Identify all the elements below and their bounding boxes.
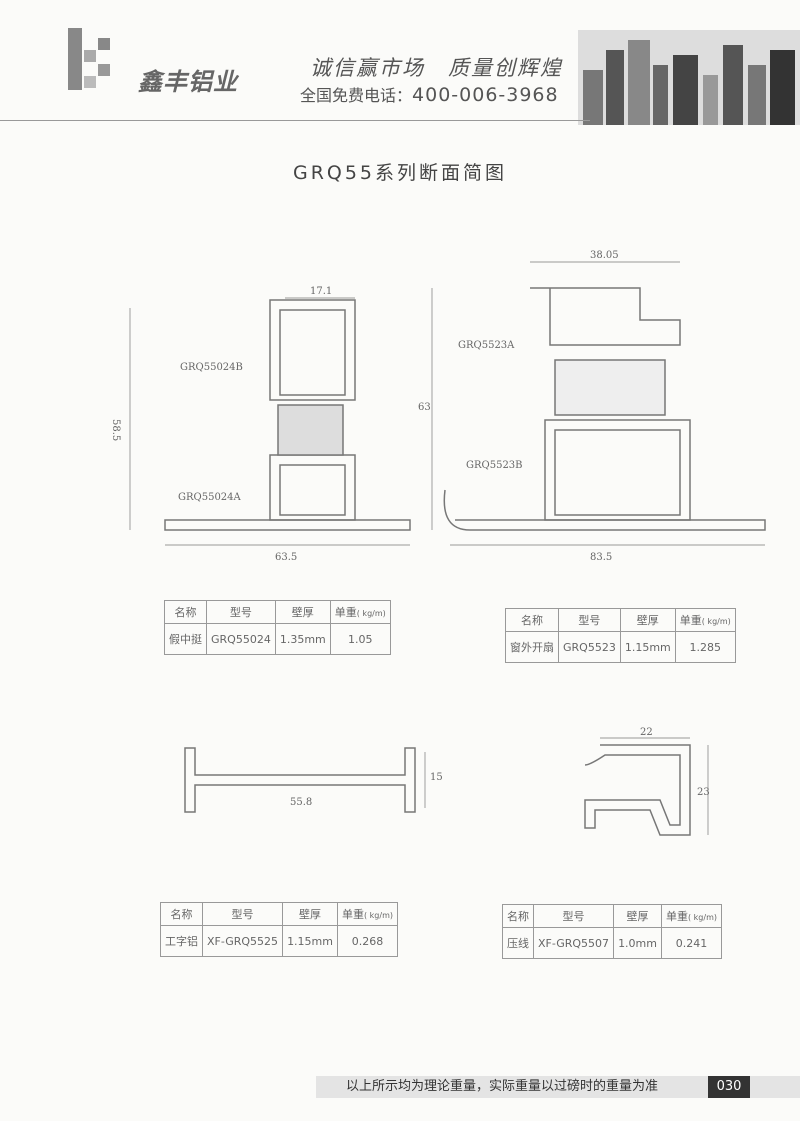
col-thickness: 壁厚 — [613, 904, 662, 928]
col-thickness: 壁厚 — [619, 608, 676, 632]
profile-xf-grq5525: 55.8 15 — [184, 747, 443, 813]
brand-name: 鑫丰铝业 — [138, 68, 238, 96]
col-name: 名称 — [164, 600, 207, 624]
cell-model: XF-GRQ5525 — [201, 925, 284, 957]
dim-length: 55.8 — [290, 797, 312, 808]
cell-weight: 1.285 — [674, 631, 736, 663]
footer-note: 以上所示均为理论重量，实际重量以过磅时的重量为准 — [316, 1076, 800, 1098]
weight-unit: ( kg/m) — [701, 617, 731, 626]
profile-grq55024: 17.1 58.5 63.5 GRQ55024B GRQ55024A — [110, 286, 411, 563]
cell-name: 窗外开扇 — [505, 631, 559, 663]
col-model: 型号 — [201, 902, 284, 926]
col-thickness: 壁厚 — [282, 902, 338, 926]
weight-label: 单重 — [334, 606, 357, 619]
slogan: 诚信赢市场 质量创辉煌 — [310, 56, 563, 80]
cell-model: GRQ55024 — [206, 623, 276, 655]
phone-line: 全国免费电话：400-006-3968 — [300, 82, 559, 106]
header-divider — [0, 120, 590, 121]
phone-label: 全国免费电话： — [300, 86, 413, 105]
cell-weight: 0.268 — [337, 925, 398, 957]
profile-label-a: GRQ5523A — [458, 340, 515, 351]
profile-xf-grq5507: 22 23 — [584, 727, 710, 836]
cell-thickness: 1.35mm — [274, 623, 331, 655]
company-logo — [68, 28, 110, 90]
cell-model: GRQ5523 — [558, 631, 621, 663]
cell-thickness: 1.15mm — [282, 925, 338, 957]
weight-unit: ( kg/m) — [364, 911, 393, 920]
col-name: 名称 — [502, 904, 534, 928]
cell-weight: 1.05 — [329, 623, 391, 655]
dim-width: 83.5 — [590, 552, 612, 563]
col-name: 名称 — [160, 902, 203, 926]
dim-height: 58.5 — [110, 419, 121, 441]
col-weight: 单重( kg/m) — [661, 904, 722, 928]
col-weight: 单重( kg/m) — [329, 600, 391, 624]
page-title: GRQ55系列断面简图 — [292, 162, 508, 184]
dim-height: 63 — [418, 402, 431, 413]
cell-weight: 0.241 — [661, 927, 722, 959]
cell-name: 工字铝 — [160, 925, 203, 957]
profile-label-b: GRQ5523B — [466, 460, 523, 471]
weight-label: 单重 — [666, 910, 688, 923]
page-number: 030 — [708, 1076, 750, 1098]
col-name: 名称 — [505, 608, 559, 632]
dim-width-top: 17.1 — [310, 286, 332, 297]
profile-label-a: GRQ55024A — [178, 492, 242, 503]
col-model: 型号 — [532, 904, 615, 928]
col-model: 型号 — [206, 600, 276, 624]
profile-grq5523: 38.05 63 83.5 GRQ5523A GRQ5523B — [418, 250, 766, 563]
cell-thickness: 1.15mm — [619, 631, 676, 663]
weight-unit: ( kg/m) — [688, 913, 717, 922]
cell-thickness: 1.0mm — [613, 927, 662, 959]
weight-label: 单重 — [342, 908, 364, 921]
col-thickness: 壁厚 — [274, 600, 331, 624]
cell-model: XF-GRQ5507 — [532, 927, 615, 959]
weight-label: 单重 — [679, 614, 702, 627]
cell-name: 压线 — [502, 927, 534, 959]
dim-width: 22 — [640, 727, 653, 738]
dim-width-top: 38.05 — [590, 250, 619, 261]
dim-height: 23 — [697, 787, 710, 798]
col-weight: 单重( kg/m) — [337, 902, 398, 926]
dim-width: 63.5 — [275, 552, 297, 563]
col-model: 型号 — [558, 608, 621, 632]
city-skyline-image — [578, 30, 800, 125]
weight-unit: ( kg/m) — [356, 609, 386, 618]
dim-height: 15 — [430, 772, 443, 783]
profile-label-b: GRQ55024B — [180, 362, 243, 373]
cell-name: 假中挺 — [164, 623, 207, 655]
phone-number: 400-006-3968 — [412, 84, 559, 106]
col-weight: 单重( kg/m) — [674, 608, 736, 632]
